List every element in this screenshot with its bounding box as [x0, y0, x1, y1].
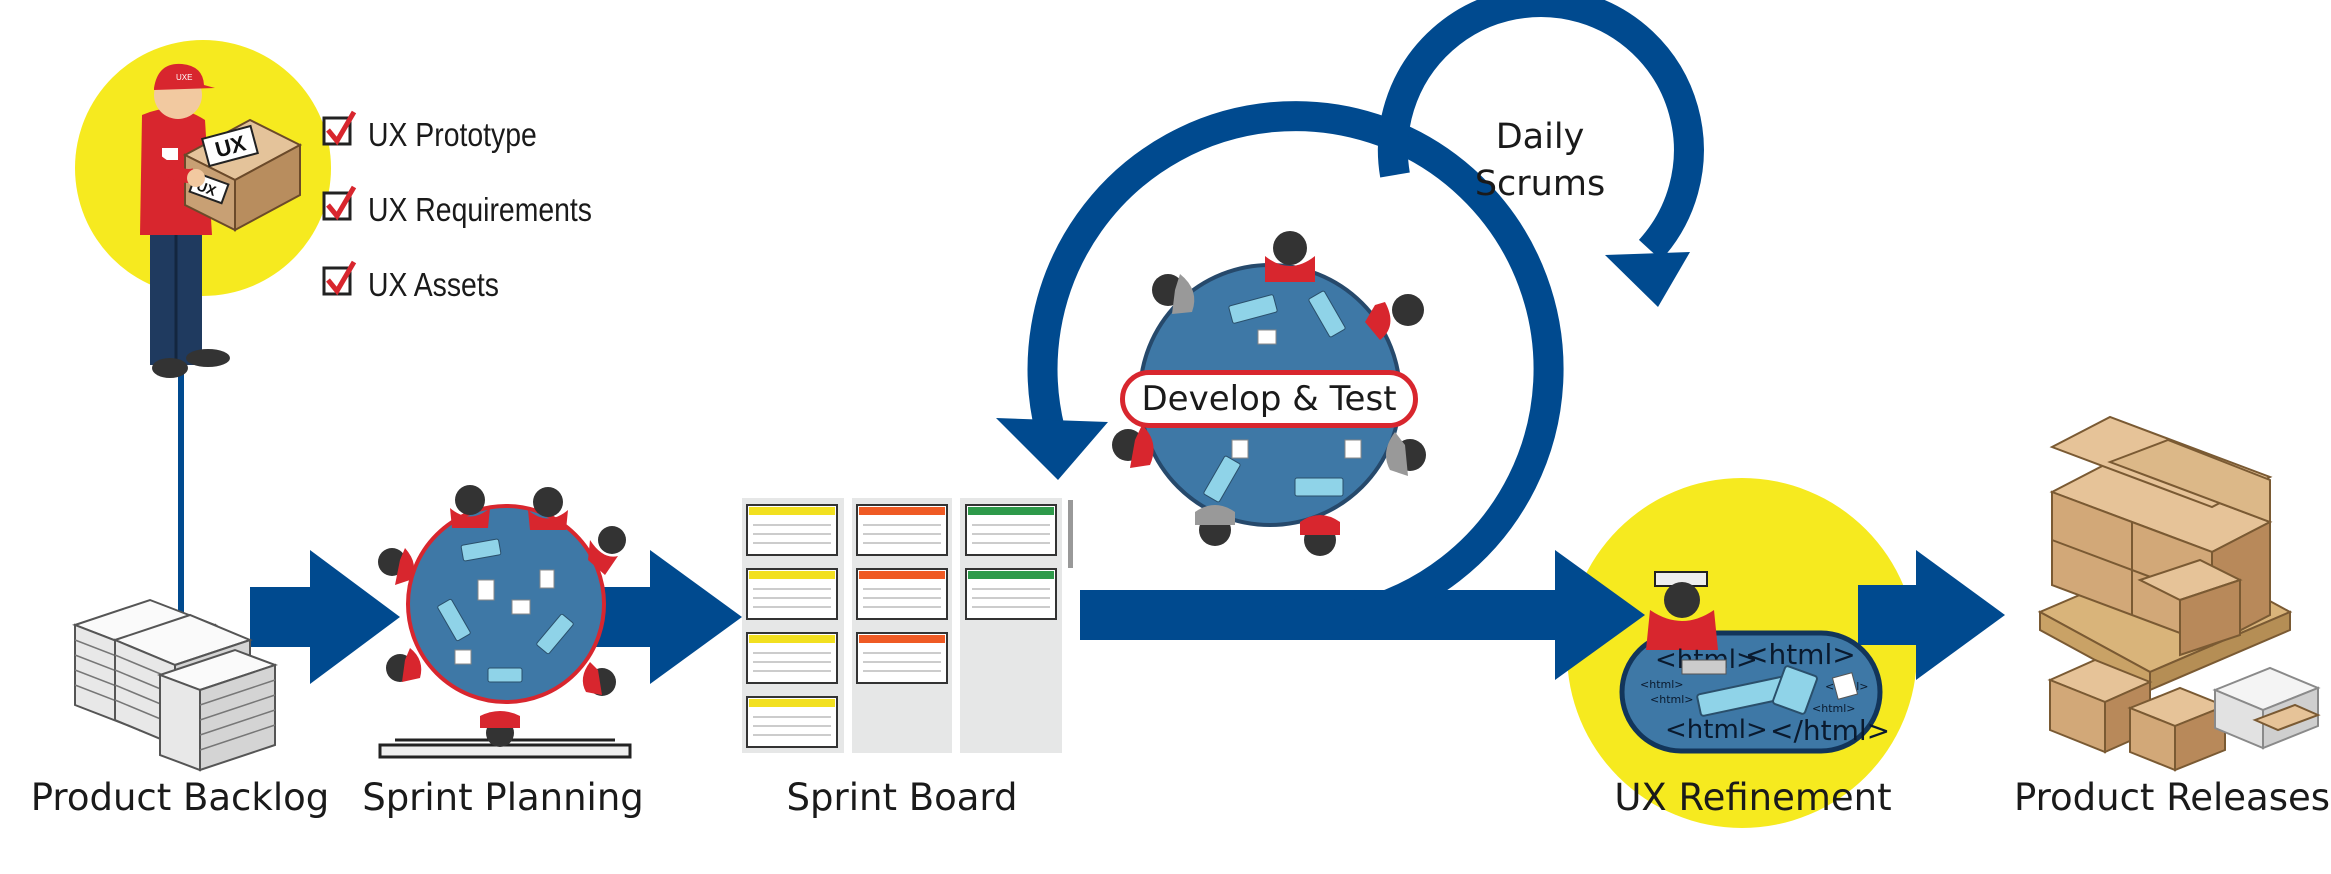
sprint-card [856, 568, 948, 620]
checkbox-ux-prototype [322, 110, 357, 146]
paper-stack-front [157, 648, 278, 772]
sprint-card [746, 696, 838, 748]
box-stack-front [2047, 658, 2321, 772]
sprint-planning-table [378, 485, 632, 759]
sprint-card [856, 504, 948, 556]
develop-papers [1231, 329, 1362, 459]
product-backlog-icon [72, 598, 278, 772]
daily-scrums-line2: Scrums [1474, 164, 1606, 204]
sprint-card [965, 504, 1057, 556]
stage-label-sprint-planning: Sprint Planning [362, 776, 644, 819]
svg-text:<html>: <html> [1812, 702, 1856, 715]
board-scrollbar [1068, 500, 1073, 568]
checklist-checkboxes [322, 110, 357, 296]
flow-arrow-4 [1858, 550, 2005, 680]
stage-label-ux-refinement: UX Refinement [1614, 776, 1892, 819]
person-cap [154, 63, 215, 90]
checklist-item-ux-requirements: UX Requirements [368, 191, 592, 228]
daily-scrums-label: Daily Scrums [1440, 114, 1640, 208]
stage-label-sprint-board: Sprint Board [786, 776, 1018, 819]
sprint-card [746, 632, 838, 684]
person-shoe-left [152, 358, 188, 378]
svg-text:</html>: </html> [1770, 714, 1890, 747]
refinement-developer [1646, 571, 1718, 650]
board-cards [746, 504, 1057, 748]
box-stack-main [2049, 415, 2273, 657]
cap-logo-text: UXE [176, 73, 192, 82]
sprint-card [746, 504, 838, 556]
sprint-card [856, 632, 948, 684]
stage-label-product-backlog: Product Backlog [30, 776, 330, 819]
flow-arrow-1 [250, 550, 400, 684]
checkbox-ux-assets [322, 260, 357, 296]
daily-scrums-line1: Daily [1495, 117, 1585, 157]
develop-team-members [1112, 231, 1426, 556]
checklist-item-ux-assets: UX Assets [368, 266, 499, 303]
develop-test-label: Develop & Test [1120, 370, 1418, 428]
refinement-devices [1681, 659, 1859, 717]
svg-text:<html>: <html> [1650, 693, 1694, 706]
planning-team-members [378, 485, 626, 747]
stage-label-product-releases: Product Releases [2013, 776, 2331, 819]
svg-text:<html>: <html> [1745, 638, 1856, 671]
planning-laptops [437, 538, 574, 683]
sprint-card [965, 568, 1057, 620]
svg-text:<html>: <html> [1665, 715, 1768, 745]
daily-scrum-loop-arrow [1377, 0, 1704, 307]
person-shoe-right [186, 349, 230, 367]
ux-refinement-table: <html> <html> <html> <html> <html> <html… [1619, 571, 1890, 754]
product-releases-illustration [2037, 415, 2321, 772]
ux-package-box: UX UX [150, 118, 303, 232]
flow-arrow-2 [590, 550, 742, 684]
sprint-board [742, 498, 1073, 753]
develop-laptops [1203, 290, 1346, 503]
sprint-card [746, 568, 838, 620]
checkbox-ux-requirements [322, 185, 357, 221]
develop-loop-arrow [996, 101, 1564, 638]
planning-papers [454, 569, 555, 665]
svg-text:<html>: <html> [1640, 678, 1684, 691]
backlog-connector-line [178, 370, 184, 620]
planning-screen-stand [378, 743, 632, 759]
checklist-item-ux-prototype: UX Prototype [368, 116, 537, 153]
